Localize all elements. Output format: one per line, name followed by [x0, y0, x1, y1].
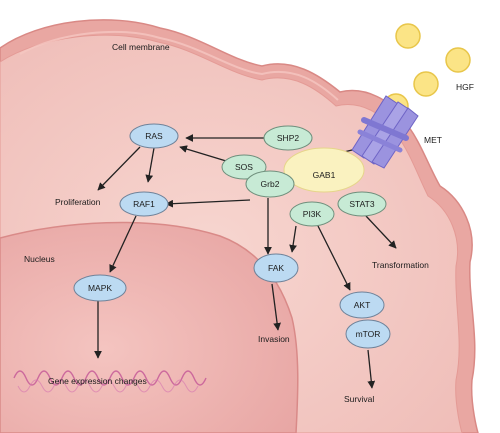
proliferation-label: Proliferation: [55, 197, 101, 207]
nucleus: [0, 221, 299, 433]
membrane-highlight: [19, 30, 339, 101]
grb2-label: Grb2: [261, 179, 280, 189]
survival-label: Survival: [344, 394, 374, 404]
node-ras: RAS: [129, 123, 179, 149]
hgf-ligand-icon: [445, 47, 471, 73]
arrow-fak-to-invasion: [271, 283, 281, 331]
met-receptor-icon: [351, 95, 419, 169]
node-raf1: RAF1: [119, 191, 169, 217]
node-mtor: mTOR: [345, 319, 391, 349]
node-pi3k: PI3K: [289, 201, 335, 227]
nucleus-label: Nucleus: [24, 254, 55, 264]
node-shp2: SHP2: [263, 125, 313, 151]
arrow-raf1-to-mapk: [109, 215, 137, 273]
node-mapk: MAPK: [73, 274, 127, 302]
pathway-arrows: [94, 134, 397, 389]
arrow-ras-to-proliferation: [97, 146, 141, 191]
fak-label: FAK: [268, 263, 284, 273]
hgf-ligand-icon: [413, 71, 439, 97]
pi3k-label: PI3K: [303, 209, 322, 219]
arrow-pi3k-to-akt: [317, 225, 351, 291]
cell-membrane-label: Cell membrane: [112, 42, 170, 52]
arrow-pi3k-to-fak: [289, 225, 297, 253]
arrow-stat3-to-transformation: [365, 215, 397, 249]
hgf-ligand-icon: [395, 23, 421, 49]
met-label: MET: [424, 135, 442, 145]
transformation-label: Transformation: [372, 260, 429, 270]
gene-expression-label: Gene expression changes: [48, 376, 147, 386]
arrow-ras-to-raf1: [145, 147, 155, 183]
akt-label: AKT: [354, 300, 371, 310]
arrow-grb2-to-raf1: [165, 199, 251, 208]
mapk-label: MAPK: [88, 283, 112, 293]
gab1-label: GAB1: [313, 170, 336, 180]
sos-label: SOS: [235, 162, 253, 172]
node-sos: SOS: [221, 154, 267, 180]
node-fak: FAK: [253, 253, 299, 283]
node-stat3: STAT3: [337, 191, 387, 217]
node-akt: AKT: [339, 291, 385, 319]
shp2-label: SHP2: [277, 133, 299, 143]
ras-label: RAS: [145, 131, 163, 141]
hgf-label: HGF: [456, 82, 474, 92]
raf1-label: RAF1: [133, 199, 155, 209]
chromatin-dna-2: [17, 379, 199, 393]
stat3-label: STAT3: [349, 199, 374, 209]
node-grb2: Grb2: [245, 170, 295, 198]
chromatin-dna: [13, 370, 207, 386]
node-gab1: GAB1: [283, 147, 365, 193]
mtor-label: mTOR: [356, 329, 381, 339]
invasion-label: Invasion: [258, 334, 290, 344]
arrow-mtor-to-survival: [367, 349, 376, 389]
